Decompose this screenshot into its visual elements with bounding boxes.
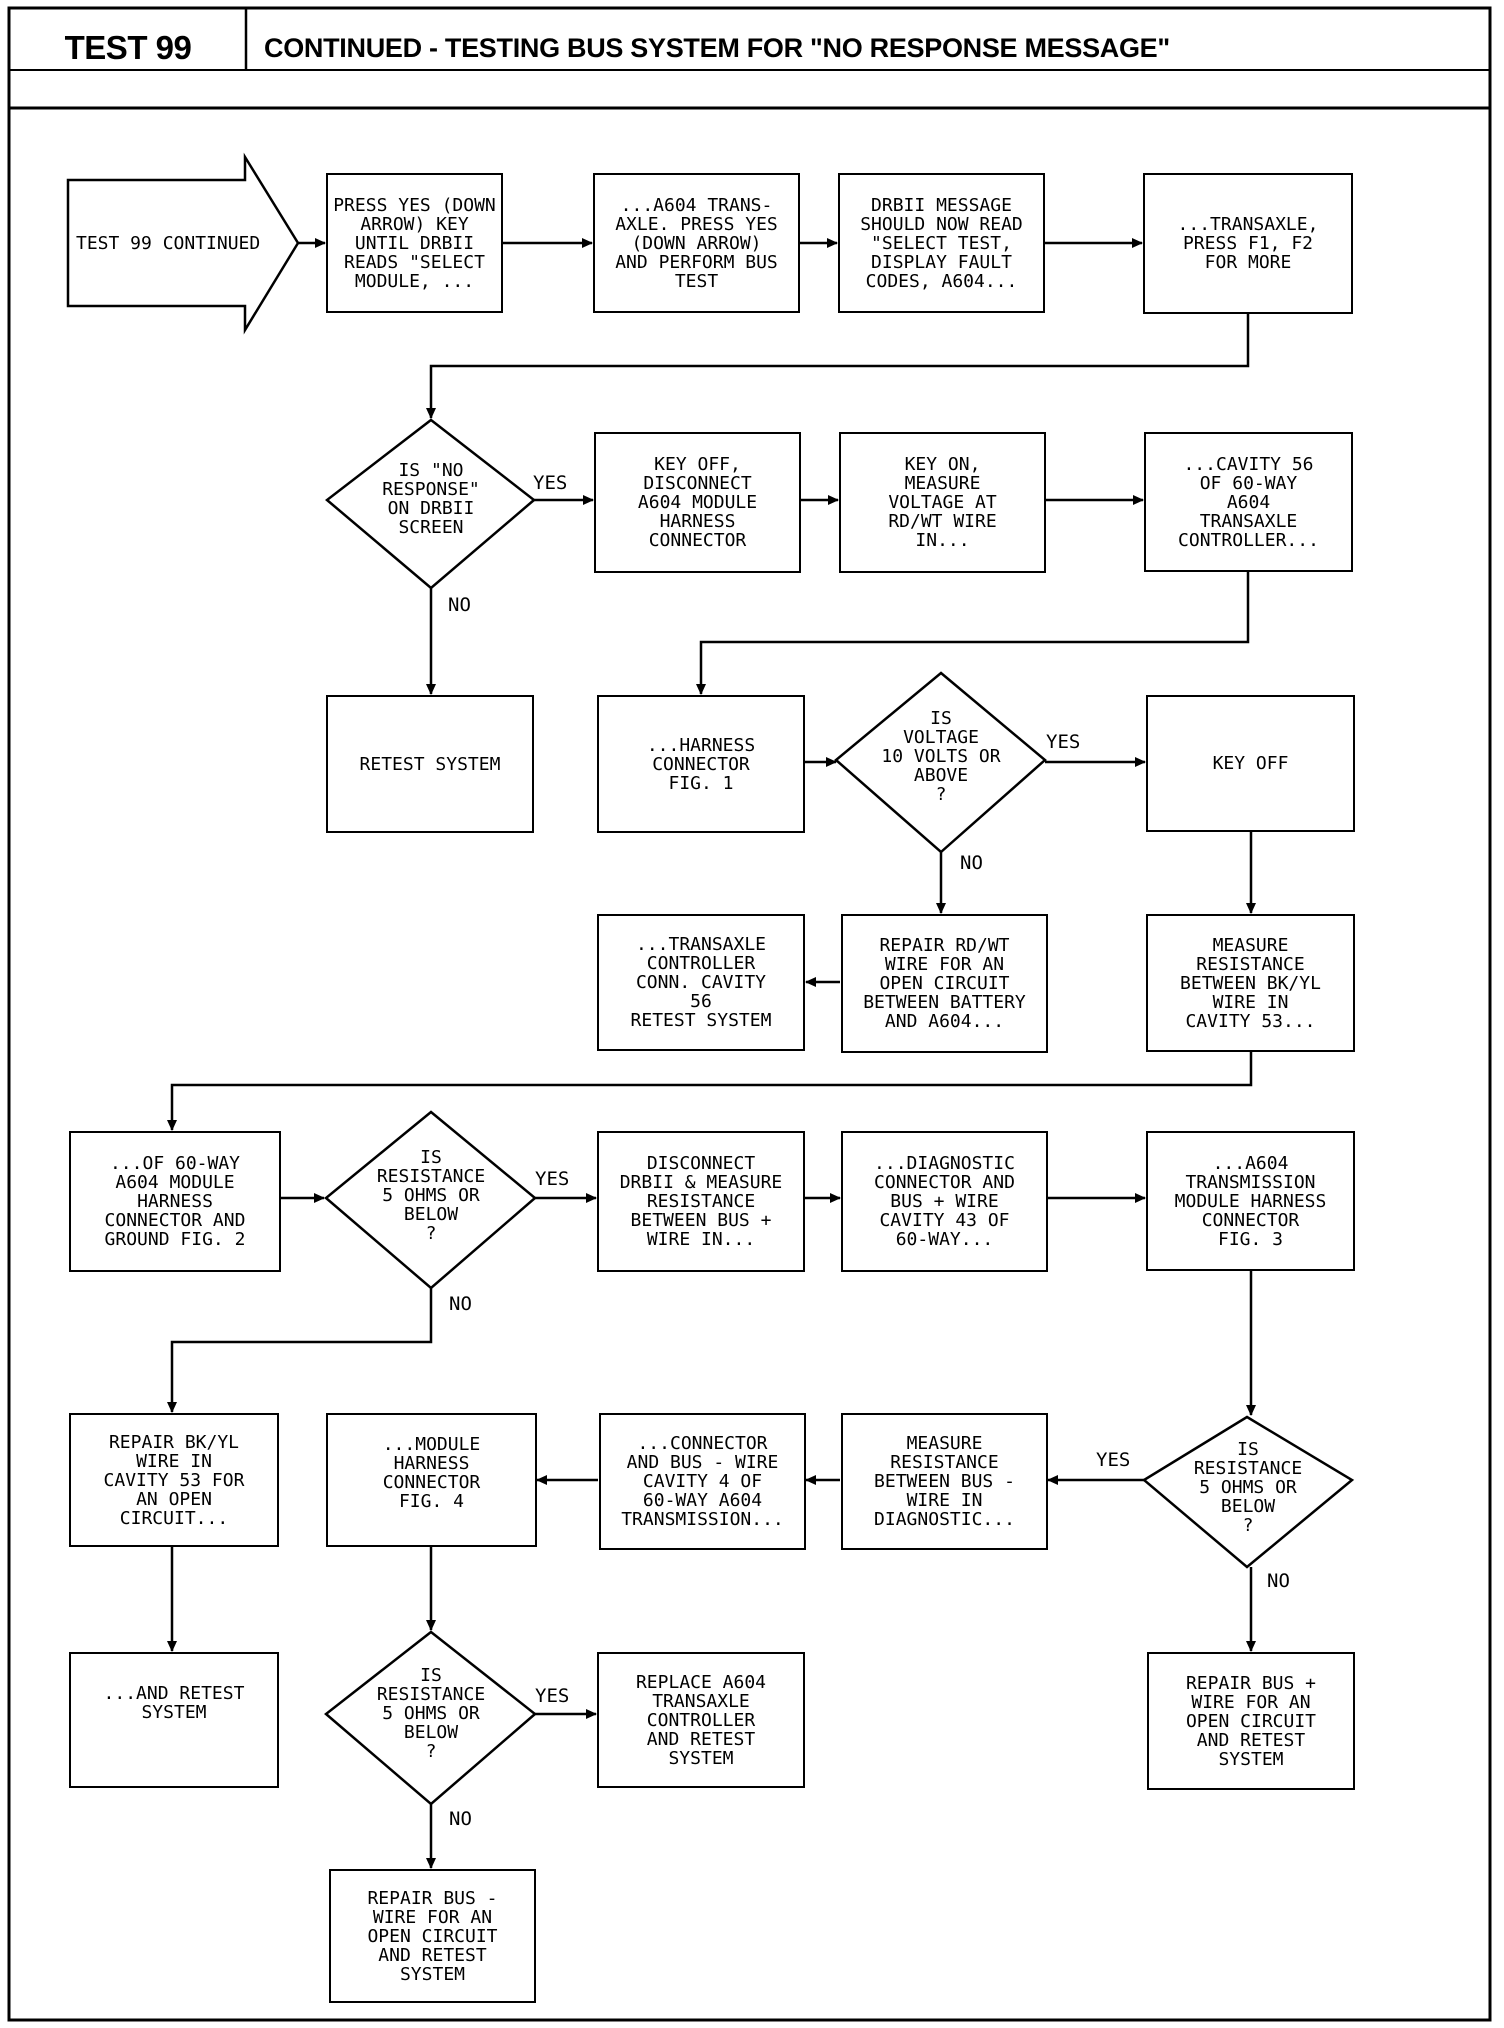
step-transaxle-f1f2: ...TRANSAXLE, PRESS F1, F2 FOR MORE bbox=[1143, 173, 1353, 314]
step-of-60way-fig2: ...OF 60-WAY A604 MODULE HARNESS CONNECT… bbox=[69, 1131, 281, 1272]
step-repair-bus-minus: REPAIR BUS - WIRE FOR AN OPEN CIRCUIT AN… bbox=[329, 1869, 536, 2003]
step-and-retest: ...AND RETEST SYSTEM bbox=[69, 1652, 279, 1788]
start-node: TEST 99 CONTINUED bbox=[76, 232, 261, 254]
yes-label: YES bbox=[1046, 731, 1081, 753]
step-a604-transmission-fig3: ...A604 TRANSMISSION MODULE HARNESS CONN… bbox=[1146, 1131, 1355, 1271]
no-label: NO bbox=[448, 594, 471, 616]
test-number-label: TEST 99 bbox=[64, 29, 192, 66]
decision-resistance-1: IS RESISTANCE 5 OHMS OR BELOW ? bbox=[376, 1146, 486, 1244]
step-key-on-measure: KEY ON, MEASURE VOLTAGE AT RD/WT WIRE IN… bbox=[839, 432, 1046, 573]
step-harness-fig1: ...HARNESS CONNECTOR FIG. 1 bbox=[597, 695, 805, 833]
step-measure-bus-minus: MEASURE RESISTANCE BETWEEN BUS - WIRE IN… bbox=[841, 1413, 1048, 1550]
outer-frame bbox=[7, 6, 1492, 2022]
no-label: NO bbox=[449, 1293, 472, 1315]
yes-label: YES bbox=[535, 1168, 570, 1190]
step-module-fig4: ...MODULE HARNESS CONNECTOR FIG. 4 bbox=[326, 1413, 537, 1547]
yes-label: YES bbox=[1096, 1449, 1131, 1471]
step-repair-rdwt: REPAIR RD/WT WIRE FOR AN OPEN CIRCUIT BE… bbox=[841, 914, 1048, 1053]
step-connector-bus-minus: ...CONNECTOR AND BUS - WIRE CAVITY 4 OF … bbox=[599, 1413, 806, 1550]
yes-label: YES bbox=[533, 472, 568, 494]
no-label: NO bbox=[1267, 1570, 1290, 1592]
step-repair-bus-plus: REPAIR BUS + WIRE FOR AN OPEN CIRCUIT AN… bbox=[1147, 1652, 1355, 1790]
decision-resistance-2: IS RESISTANCE 5 OHMS OR BELOW ? bbox=[1193, 1438, 1303, 1536]
step-retest-system: RETEST SYSTEM bbox=[326, 695, 534, 833]
step-replace-a604: REPLACE A604 TRANSAXLE CONTROLLER AND RE… bbox=[597, 1652, 805, 1788]
step-transaxle-controller-retest: ...TRANSAXLE CONTROLLER CONN. CAVITY 56 … bbox=[597, 914, 805, 1051]
step-a604-transaxle: ...A604 TRANS- AXLE. PRESS YES (DOWN ARR… bbox=[593, 173, 800, 313]
step-cavity56: ...CAVITY 56 OF 60-WAY A604 TRANSAXLE CO… bbox=[1144, 432, 1353, 572]
decision-no-response: IS "NO RESPONSE" ON DRBII SCREEN bbox=[382, 460, 480, 538]
yes-label: YES bbox=[535, 1685, 570, 1707]
decision-resistance-3: IS RESISTANCE 5 OHMS OR BELOW ? bbox=[376, 1664, 486, 1762]
start-arrow-shape bbox=[66, 152, 300, 335]
page-title: CONTINUED - TESTING BUS SYSTEM FOR "NO R… bbox=[264, 32, 1170, 63]
no-label: NO bbox=[449, 1808, 472, 1830]
step-diagnostic-connector: ...DIAGNOSTIC CONNECTOR AND BUS + WIRE C… bbox=[841, 1131, 1048, 1272]
step-drbii-message: DRBII MESSAGE SHOULD NOW READ "SELECT TE… bbox=[838, 173, 1045, 313]
decision-voltage: IS VOLTAGE 10 VOLTS OR ABOVE ? bbox=[881, 707, 1001, 805]
step-key-off: KEY OFF bbox=[1146, 695, 1355, 832]
no-label: NO bbox=[960, 852, 983, 874]
step-disconnect-drbii: DISCONNECT DRBII & MEASURE RESISTANCE BE… bbox=[597, 1131, 805, 1272]
step-measure-bkyl: MEASURE RESISTANCE BETWEEN BK/YL WIRE IN… bbox=[1146, 914, 1355, 1052]
step-key-off-disconnect: KEY OFF, DISCONNECT A604 MODULE HARNESS … bbox=[594, 432, 801, 573]
step-repair-bkyl: REPAIR BK/YL WIRE IN CAVITY 53 FOR AN OP… bbox=[69, 1413, 279, 1547]
step-press-yes: PRESS YES (DOWN ARROW) KEY UNTIL DRBII R… bbox=[326, 173, 503, 313]
decision-res2-shape bbox=[1141, 1415, 1355, 1569]
